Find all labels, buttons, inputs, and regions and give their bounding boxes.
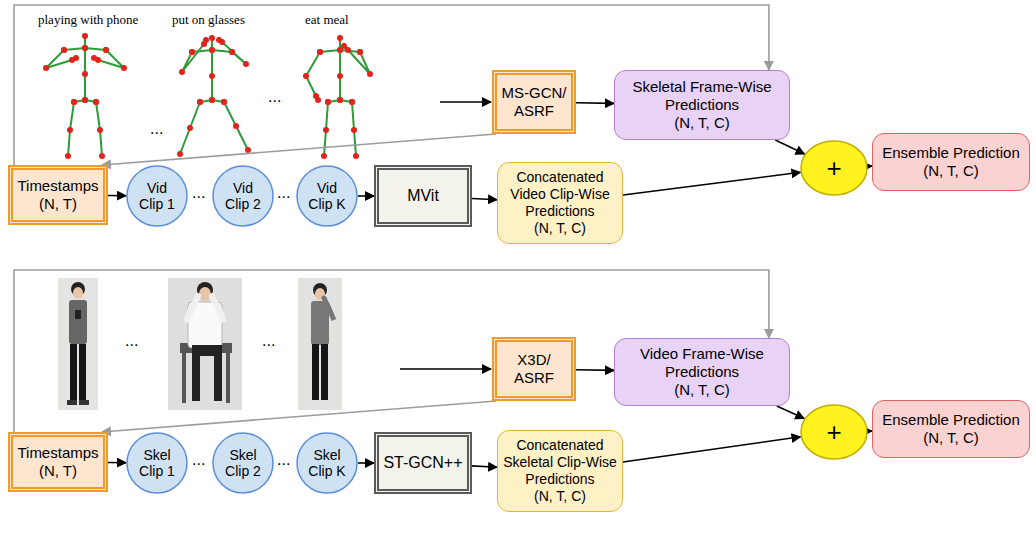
ellipsis: ... — [277, 451, 290, 469]
node-title: Vid Clip K — [305, 180, 348, 212]
prediction-box: Concatenated Video Clip-Wise Predictions… — [497, 162, 623, 244]
node-title: + — [826, 419, 841, 445]
timestamps-box: Timestamps(N, T) — [8, 165, 108, 225]
ensemble-box: Ensemble Prediction(N, T, C) — [872, 133, 1030, 191]
ellipsis: ... — [192, 184, 205, 202]
node-title: Timestamps — [17, 444, 98, 462]
connector-arrow — [472, 466, 497, 467]
model-box: MS-GCN/ ASRF — [492, 70, 576, 134]
node-dimension: (N, T, C) — [923, 429, 979, 447]
connector-arrow — [623, 172, 800, 195]
ellipsis: ... — [277, 184, 290, 202]
node-title: Concatenated Video Clip-Wise Predictions — [503, 169, 617, 219]
node-title: Ensemble Prediction — [882, 411, 1020, 429]
connector-arrow — [108, 195, 126, 197]
model-box: X3D/ ASRF — [492, 337, 576, 401]
clip-circle: Skel Clip 2 — [212, 432, 274, 494]
node-title: Timestamps — [17, 177, 98, 195]
node-dimension: (N, T, C) — [674, 381, 730, 399]
clip-circle: Skel Clip K — [296, 432, 358, 494]
node-dimension: (N, T) — [39, 462, 77, 480]
node-title: X3D/ ASRF — [499, 351, 569, 387]
connector-arrow — [775, 140, 804, 154]
node-title: + — [826, 155, 841, 181]
timestamps-box: Timestamps(N, T) — [8, 432, 108, 492]
connector-arrow — [108, 462, 126, 464]
action-label: playing with phone — [38, 12, 138, 28]
clip-circle: Skel Clip 1 — [126, 432, 188, 494]
connector-arrow — [576, 102, 614, 104]
prediction-box: Concatenated Skeletal Clip-Wise Predicti… — [497, 430, 623, 512]
skeleton-figures — [46, 36, 370, 156]
ensemble-box: Ensemble Prediction(N, T, C) — [872, 400, 1030, 458]
connector-arrow — [102, 401, 496, 432]
node-title: Vid Clip 2 — [221, 180, 264, 212]
node-title: Ensemble Prediction — [882, 144, 1020, 162]
ellipsis: ... — [192, 451, 205, 469]
ellipsis: ... — [268, 88, 281, 106]
action-label: put on glasses — [172, 12, 245, 28]
node-title: Concatenated Skeletal Clip-Wise Predicti… — [503, 437, 617, 487]
node-dimension: (N, T, C) — [534, 220, 586, 237]
connector-arrow — [358, 462, 374, 464]
video-frames — [58, 278, 342, 410]
node-title: Video Frame-Wise Predictions — [623, 345, 781, 381]
node-dimension: (N, T) — [39, 195, 77, 213]
connector-arrow — [358, 195, 374, 197]
input-arrow — [400, 368, 491, 370]
node-title: Skel Clip K — [305, 447, 348, 479]
node-dimension: (N, T, C) — [923, 162, 979, 180]
connector-arrow — [472, 199, 497, 200]
node-dimension: (N, T, C) — [534, 488, 586, 505]
action-label: eat meal — [305, 12, 349, 28]
connector-arrow — [576, 369, 614, 371]
node-title: Skeletal Frame-Wise Predictions — [623, 78, 781, 114]
node-title: ST-GCN++ — [383, 453, 462, 472]
node-title: Vid Clip 1 — [135, 180, 178, 212]
sum-circle: + — [800, 404, 868, 460]
node-title: MVit — [407, 186, 439, 205]
node-title: MS-GCN/ ASRF — [499, 84, 569, 120]
connector-arrow — [102, 134, 496, 165]
clip-circle: Vid Clip 1 — [126, 165, 188, 227]
prediction-box: Skeletal Frame-Wise Predictions(N, T, C) — [614, 70, 790, 140]
model-box: ST-GCN++ — [374, 432, 472, 494]
node-dimension: (N, T, C) — [674, 114, 730, 132]
node-title: Skel Clip 2 — [221, 447, 264, 479]
node-title: Skel Clip 1 — [135, 447, 178, 479]
prediction-box: Video Frame-Wise Predictions(N, T, C) — [614, 338, 790, 406]
clip-circle: Vid Clip 2 — [212, 165, 274, 227]
clip-circle: Vid Clip K — [296, 165, 358, 227]
connector-arrow — [777, 406, 804, 419]
model-box: MVit — [374, 165, 472, 227]
ellipsis: ... — [262, 332, 275, 350]
ellipsis: ... — [125, 332, 138, 350]
sum-circle: + — [800, 140, 868, 196]
input-arrow — [440, 101, 491, 103]
connector-arrow — [623, 437, 801, 462]
ellipsis: ... — [150, 120, 163, 138]
